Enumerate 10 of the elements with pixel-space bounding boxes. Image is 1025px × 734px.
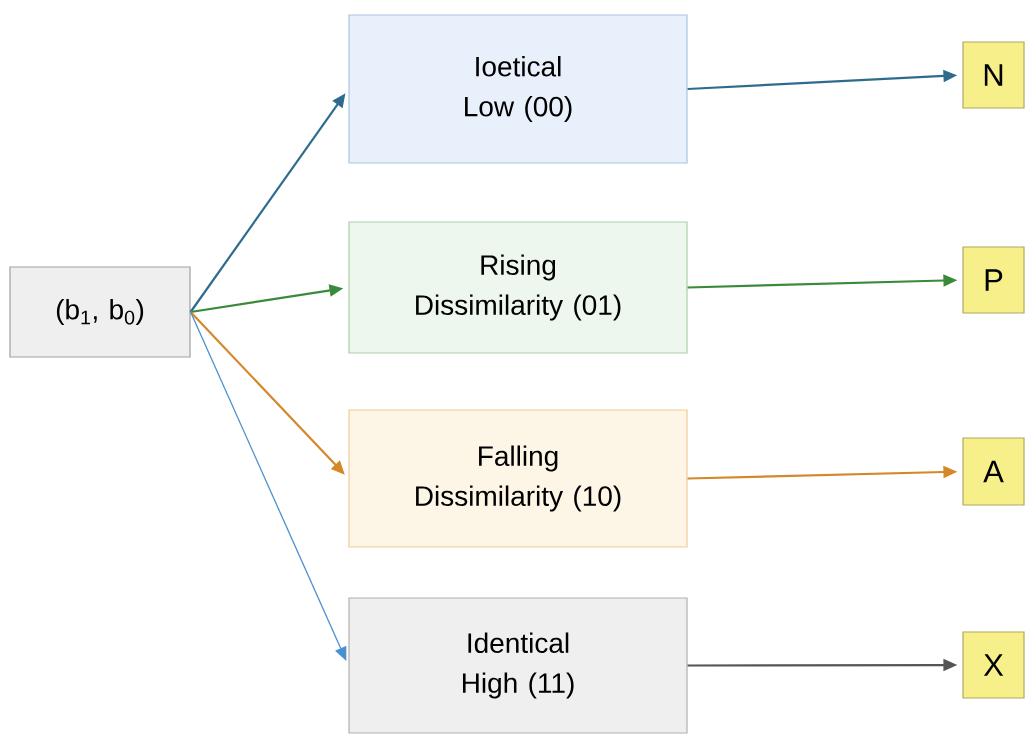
state-box: Identical High (11) bbox=[348, 597, 688, 734]
state-box: Falling Dissimilarity (10) bbox=[348, 409, 688, 548]
symbol-box: X bbox=[962, 631, 1025, 699]
arrow bbox=[189, 311, 347, 661]
state-box: Rising Dissimilarity (01) bbox=[348, 221, 688, 354]
symbol-box: P bbox=[962, 246, 1025, 314]
state-box: Ioetical Low (00) bbox=[348, 14, 688, 164]
symbol-box: N bbox=[962, 41, 1025, 109]
symbol-box: A bbox=[962, 437, 1025, 506]
input-box: (b$_{1}$, b$_{0}$) bbox=[9, 266, 191, 358]
